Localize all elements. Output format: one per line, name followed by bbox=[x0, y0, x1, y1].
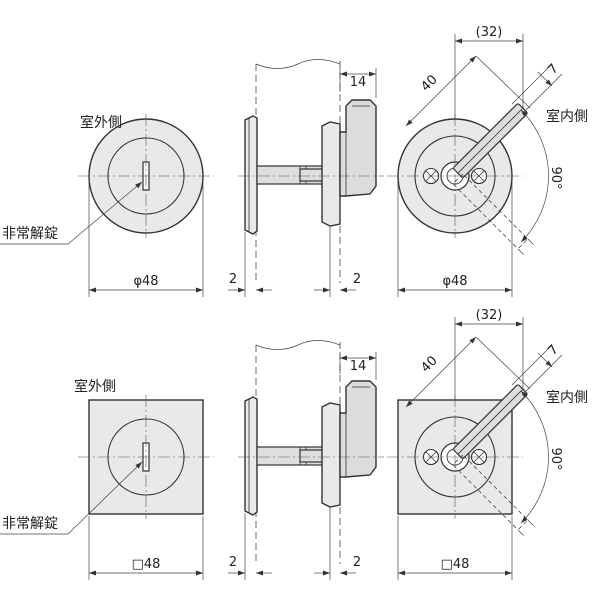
inside-label-square: 室内側 bbox=[546, 389, 588, 406]
reach-32-dimension-square: (32) bbox=[476, 308, 503, 323]
diameter-dimension-inside: φ48 bbox=[442, 274, 467, 289]
flange-2-dimension-outside-square: 2 bbox=[229, 555, 237, 570]
outside-view-round: 室外側 非常解錠 φ48 bbox=[0, 113, 215, 297]
flange-2-dimension-inside-square: 2 bbox=[353, 555, 361, 570]
outside-label: 室外側 bbox=[80, 114, 122, 131]
angle-90-dimension-square: 90° bbox=[548, 447, 563, 470]
emergency-release-label: 非常解錠 bbox=[2, 226, 58, 242]
length-40-dimension-square: 40 bbox=[418, 353, 440, 375]
side-view-square: 14 2 2 bbox=[228, 339, 385, 580]
reach-32-dimension: (32) bbox=[476, 25, 503, 40]
length-40-dimension: 40 bbox=[418, 72, 440, 94]
thickness-14-dimension: 14 bbox=[350, 75, 367, 90]
inside-label: 室内側 bbox=[546, 108, 588, 125]
angle-90-dimension: 90° bbox=[548, 166, 563, 189]
thickness-14-dimension-square: 14 bbox=[350, 359, 367, 374]
width-7-dimension: 7 bbox=[545, 61, 561, 77]
outside-label-square: 室外側 bbox=[74, 378, 116, 395]
flange-2-dimension-inside: 2 bbox=[353, 272, 361, 287]
inside-view-square: 室内側 (32) 40 7 90° □48 bbox=[386, 308, 588, 580]
square-dimension-inside: □48 bbox=[441, 557, 470, 572]
side-view-round: 14 2 2 bbox=[228, 58, 385, 297]
inside-view-round: 室内側 (32) 40 7 90° φ48 bbox=[386, 25, 588, 297]
emergency-release-label-square: 非常解錠 bbox=[2, 516, 58, 532]
flange-2-dimension-outside: 2 bbox=[229, 272, 237, 287]
top-row-round: 室外側 非常解錠 φ48 14 2 2 bbox=[0, 25, 588, 297]
square-dimension: □48 bbox=[132, 557, 161, 572]
diameter-dimension: φ48 bbox=[133, 274, 158, 289]
bottom-row-square: 室外側 非常解錠 □48 14 2 2 bbox=[0, 308, 588, 580]
width-7-dimension-square: 7 bbox=[545, 342, 561, 358]
outside-view-square: 室外側 非常解錠 □48 bbox=[0, 378, 215, 580]
